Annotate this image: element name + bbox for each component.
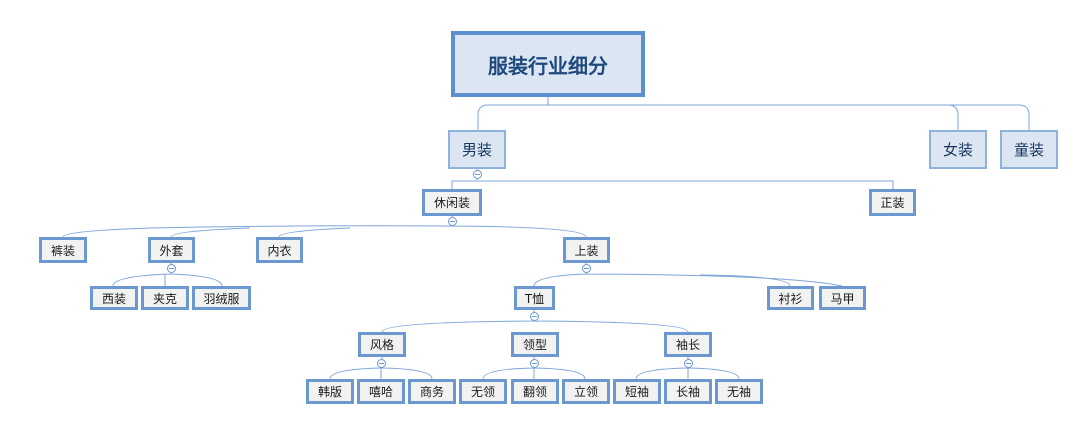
node-tshirt[interactable]: T恤: [514, 286, 555, 310]
node-underwear[interactable]: 内衣: [256, 237, 303, 263]
node-hiphop[interactable]: 嘻哈: [357, 379, 405, 404]
node-short-sleeve-label: 短袖: [624, 385, 649, 399]
root-node[interactable]: 服装行业细分: [451, 31, 645, 97]
node-sleeve-length-label: 袖长: [675, 338, 700, 352]
node-suit-label: 西装: [101, 291, 126, 306]
node-tops[interactable]: 上装: [563, 237, 610, 263]
collapse-tshirt-icon[interactable]: [530, 312, 539, 321]
node-casual[interactable]: 休闲装: [422, 189, 482, 216]
node-vest[interactable]: 马甲: [819, 286, 866, 310]
node-sleeve-length[interactable]: 袖长: [664, 332, 712, 357]
node-down-jacket-label: 羽绒服: [203, 291, 240, 306]
node-stand-collar[interactable]: 立领: [562, 379, 610, 404]
root-label: 服装行业细分: [488, 53, 608, 78]
node-korean[interactable]: 韩版: [306, 379, 354, 404]
node-collar[interactable]: 领型: [511, 332, 559, 357]
node-tops-label: 上装: [574, 243, 599, 258]
connector-menswear-children: [451, 169, 894, 189]
node-womenswear[interactable]: 女装: [929, 130, 987, 169]
node-outerwear[interactable]: 外套: [148, 237, 195, 263]
collapse-style-icon[interactable]: [377, 359, 386, 368]
node-womenswear-label: 女装: [942, 141, 973, 159]
node-hiphop-label: 嘻哈: [368, 385, 393, 399]
node-formal[interactable]: 正装: [869, 189, 916, 216]
collapse-collar-icon[interactable]: [530, 359, 539, 368]
node-vest-label: 马甲: [830, 291, 855, 306]
node-kidswear-label: 童装: [1013, 141, 1044, 159]
node-menswear-label: 男装: [461, 141, 492, 159]
node-short-sleeve[interactable]: 短袖: [613, 379, 661, 404]
collapse-tops-icon[interactable]: [582, 264, 591, 273]
collapse-menswear-icon[interactable]: [473, 170, 482, 179]
connector-tops-children: [533, 263, 843, 287]
node-style[interactable]: 风格: [358, 332, 406, 357]
node-pants-label: 裤装: [50, 243, 75, 258]
node-jacket-label: 夹克: [152, 291, 177, 306]
node-shirt[interactable]: 衬衫: [767, 286, 814, 310]
collapse-casual-icon[interactable]: [448, 217, 457, 226]
connector-root-children: [477, 97, 1030, 130]
node-pants[interactable]: 裤装: [39, 237, 87, 263]
node-stand-collar-label: 立领: [573, 385, 598, 399]
node-sleeveless-label: 无袖: [726, 385, 751, 399]
node-business[interactable]: 商务: [408, 379, 456, 404]
node-no-collar[interactable]: 无领: [459, 379, 507, 404]
node-shirt-label: 衬衫: [778, 291, 803, 306]
connector-casual-children: [62, 216, 587, 238]
collapse-sleeve-length-icon[interactable]: [684, 359, 693, 368]
node-underwear-label: 内衣: [267, 243, 292, 258]
node-business-label: 商务: [419, 385, 444, 399]
node-casual-label: 休闲装: [433, 196, 470, 210]
node-style-label: 风格: [369, 338, 394, 352]
node-outerwear-label: 外套: [159, 243, 184, 258]
node-korean-label: 韩版: [317, 385, 342, 399]
node-sleeveless[interactable]: 无袖: [715, 379, 763, 404]
node-down-jacket[interactable]: 羽绒服: [192, 286, 251, 310]
node-collar-label: 领型: [522, 338, 547, 352]
node-tshirt-label: T恤: [524, 291, 545, 306]
node-long-sleeve-label: 长袖: [675, 385, 700, 399]
node-no-collar-label: 无领: [470, 385, 495, 399]
node-long-sleeve[interactable]: 长袖: [664, 379, 712, 404]
node-menswear[interactable]: 男装: [448, 130, 506, 169]
node-jacket[interactable]: 夹克: [141, 286, 189, 310]
node-lapel[interactable]: 翻领: [511, 379, 559, 404]
node-suit[interactable]: 西装: [90, 286, 138, 310]
node-kidswear[interactable]: 童装: [1000, 130, 1058, 169]
node-formal-label: 正装: [880, 196, 905, 210]
node-lapel-label: 翻领: [522, 385, 547, 399]
collapse-outerwear-icon[interactable]: [167, 264, 176, 273]
